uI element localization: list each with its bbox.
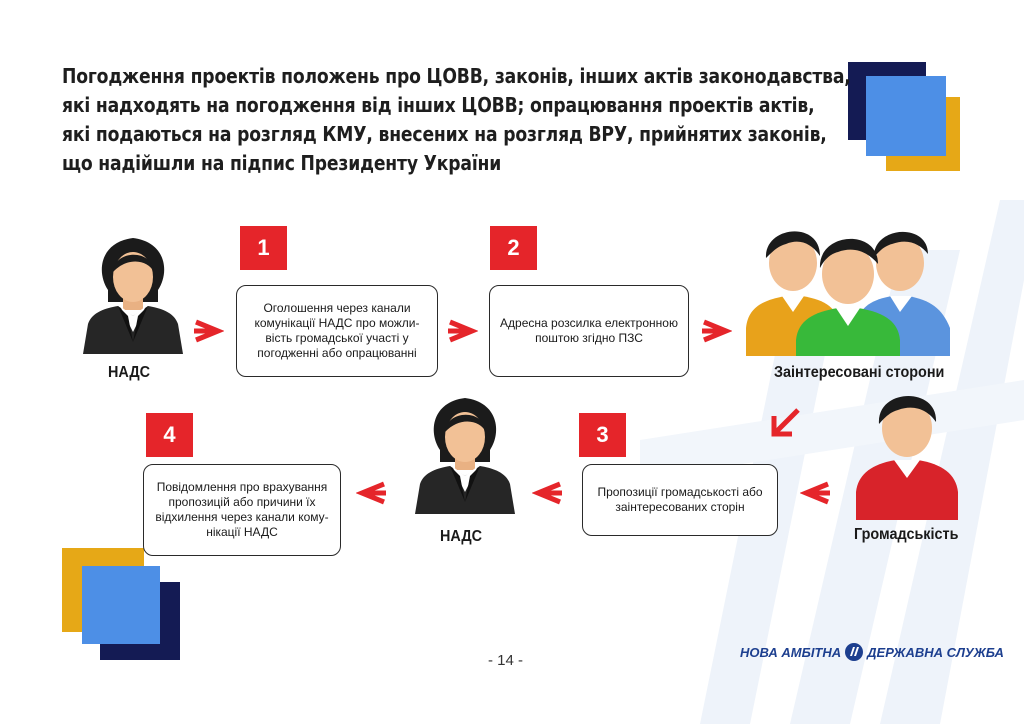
title-line: які подаються на розгляд КМУ, внесених н… bbox=[62, 120, 741, 149]
deco-square-blue-bottom bbox=[82, 566, 160, 644]
step-text-line: Повідомлення про врахування bbox=[155, 480, 328, 495]
footer-brand: НОВА АМБІТНА ДЕРЖАВНА СЛУЖБА bbox=[740, 642, 1004, 662]
step-number-badge: 4 bbox=[146, 413, 193, 457]
step-text-line: пропозицій або причини їх bbox=[155, 495, 328, 510]
arrow-left-icon bbox=[356, 480, 388, 506]
nads-logo-icon bbox=[844, 642, 864, 662]
arrow-left-icon bbox=[800, 480, 832, 506]
nads-official-bottom-icon bbox=[410, 392, 520, 514]
step-box-2: Адресна розсилка електронною поштою згід… bbox=[489, 285, 689, 377]
arrow-right-icon bbox=[700, 318, 732, 344]
step-text-line: Адресна розсилка електронною bbox=[500, 316, 678, 331]
arrow-down-left-icon bbox=[768, 404, 804, 440]
actor-label-nads-bottom: НАДС bbox=[440, 528, 482, 546]
title-line: що надійшли на підпис Президенту України bbox=[62, 149, 741, 178]
step-text-line: нікації НАДС bbox=[155, 525, 328, 540]
deco-square-blue-top bbox=[866, 76, 946, 156]
public-person-icon bbox=[852, 382, 962, 520]
actor-label-public: Громадськість bbox=[854, 526, 958, 544]
step-text-line: комунікації НАДС про можли- bbox=[254, 316, 419, 331]
step-text-line: погодженні або опрацюванні bbox=[254, 346, 419, 361]
title-line: Погодження проектів положень про ЦОВВ, з… bbox=[62, 62, 741, 91]
step-text-line: Пропозиції громадськості або bbox=[597, 485, 762, 500]
actor-label-nads-top: НАДС bbox=[108, 364, 150, 382]
step-number-badge: 1 bbox=[240, 226, 287, 270]
arrow-right-icon bbox=[446, 318, 478, 344]
step-text-line: Оголошення через канали bbox=[254, 301, 419, 316]
brand-left-text: НОВА АМБІТНА bbox=[740, 645, 841, 660]
step-box-1: Оголошення через канали комунікації НАДС… bbox=[236, 285, 438, 377]
step-text-line: заінтересованих сторін bbox=[597, 500, 762, 515]
step-number-badge: 2 bbox=[490, 226, 537, 270]
step-box-4: Повідомлення про врахування пропозицій а… bbox=[143, 464, 341, 556]
page-number: - 14 - bbox=[488, 652, 523, 669]
nads-official-top-icon bbox=[78, 232, 188, 354]
arrow-right-icon bbox=[192, 318, 224, 344]
step-number-badge: 3 bbox=[579, 413, 626, 457]
step-text-line: відхилення через канали кому- bbox=[155, 510, 328, 525]
arrow-left-icon bbox=[532, 480, 564, 506]
brand-right-text: ДЕРЖАВНА СЛУЖБА bbox=[867, 645, 1004, 660]
stakeholders-group-icon bbox=[742, 208, 954, 356]
step-box-3: Пропозиції громадськості або заінтересов… bbox=[582, 464, 778, 536]
step-text-line: вість громадської участі у bbox=[254, 331, 419, 346]
title-line: які надходять на погодження від інших ЦО… bbox=[62, 91, 741, 120]
step-text-line: поштою згідно ПЗС bbox=[500, 331, 678, 346]
page-title: Погодження проектів положень про ЦОВВ, з… bbox=[62, 62, 741, 178]
actor-label-stakeholders: Заінтересовані сторони bbox=[774, 364, 944, 382]
